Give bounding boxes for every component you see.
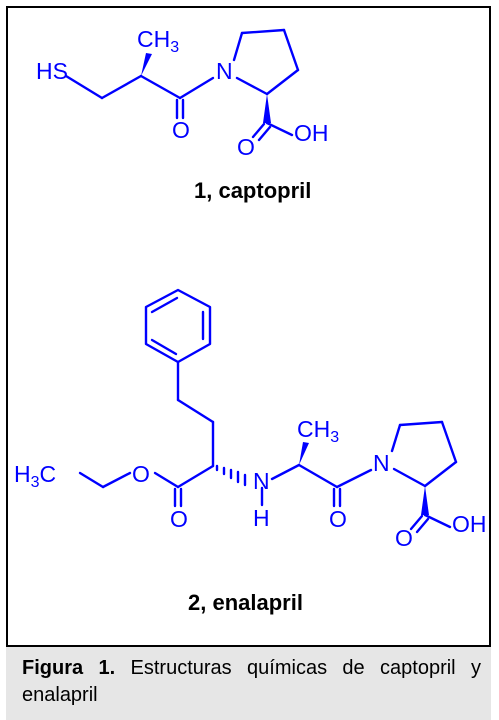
bond <box>64 74 104 100</box>
caption-text: Estructuras químicas de captopril y enal… <box>22 657 481 706</box>
captopril-structure: CH3 HS N O O OH 1, captopril <box>36 26 329 203</box>
wedge-bond <box>299 442 309 465</box>
bond <box>176 398 215 424</box>
ester-carbonyl-oxygen-label: O <box>170 506 188 532</box>
amine-hydrogen-label: H <box>253 505 270 531</box>
bond <box>270 463 301 481</box>
bond <box>178 76 215 100</box>
bond <box>297 463 339 489</box>
wedge-bond <box>263 94 271 123</box>
bond <box>232 31 244 62</box>
caption-prefix: Figura 1. <box>22 657 116 679</box>
ester-oxygen-label: O <box>132 461 150 487</box>
thiol-label: HS <box>36 58 68 84</box>
bond <box>423 513 452 529</box>
methyl-label: CH3 <box>137 26 179 56</box>
bond <box>440 420 458 464</box>
nitrogen-label: N <box>373 450 390 476</box>
acid-hydroxyl-label: OH <box>294 120 329 146</box>
figure-caption: Figura 1. Estructuras químicas de captop… <box>6 647 491 720</box>
bond <box>265 68 300 96</box>
bond <box>78 471 105 489</box>
wedge-bond <box>141 53 152 76</box>
bond <box>139 74 182 100</box>
bond <box>423 460 458 488</box>
carbonyl-oxygen-label: O <box>172 117 190 143</box>
amine-nitrogen-label: N <box>253 468 270 494</box>
bond <box>100 74 143 100</box>
enalapril-label: 2, enalapril <box>188 590 303 615</box>
bond <box>150 296 179 314</box>
figure-frame <box>6 6 491 647</box>
bond <box>398 420 444 427</box>
wedge-bond <box>421 486 429 515</box>
bond <box>335 468 373 489</box>
enalapril-structure: H3C O O N H CH3 N O O OH 2, enalapril <box>14 288 487 615</box>
bond <box>150 338 178 356</box>
bond <box>153 471 180 489</box>
bond <box>176 464 215 489</box>
captopril-label: 1, captopril <box>194 178 311 203</box>
ethyl-label: H3C <box>14 461 56 491</box>
methyl-label: CH3 <box>297 416 339 446</box>
bond <box>101 471 132 489</box>
benzene-ring <box>144 288 212 364</box>
acid-hydroxyl-label: OH <box>452 511 487 537</box>
carbonyl-oxygen-label: O <box>329 506 347 532</box>
bond <box>415 517 430 534</box>
nitrogen-label: N <box>216 58 233 84</box>
bond <box>257 125 272 142</box>
bond <box>282 28 300 72</box>
bond <box>240 28 286 35</box>
bond <box>235 76 269 96</box>
bond <box>409 514 424 531</box>
acid-oxygen-label: O <box>395 525 413 551</box>
bond <box>251 122 266 139</box>
bond <box>390 423 402 453</box>
bond <box>265 121 294 137</box>
acid-oxygen-label: O <box>237 134 255 160</box>
bond <box>392 467 427 488</box>
